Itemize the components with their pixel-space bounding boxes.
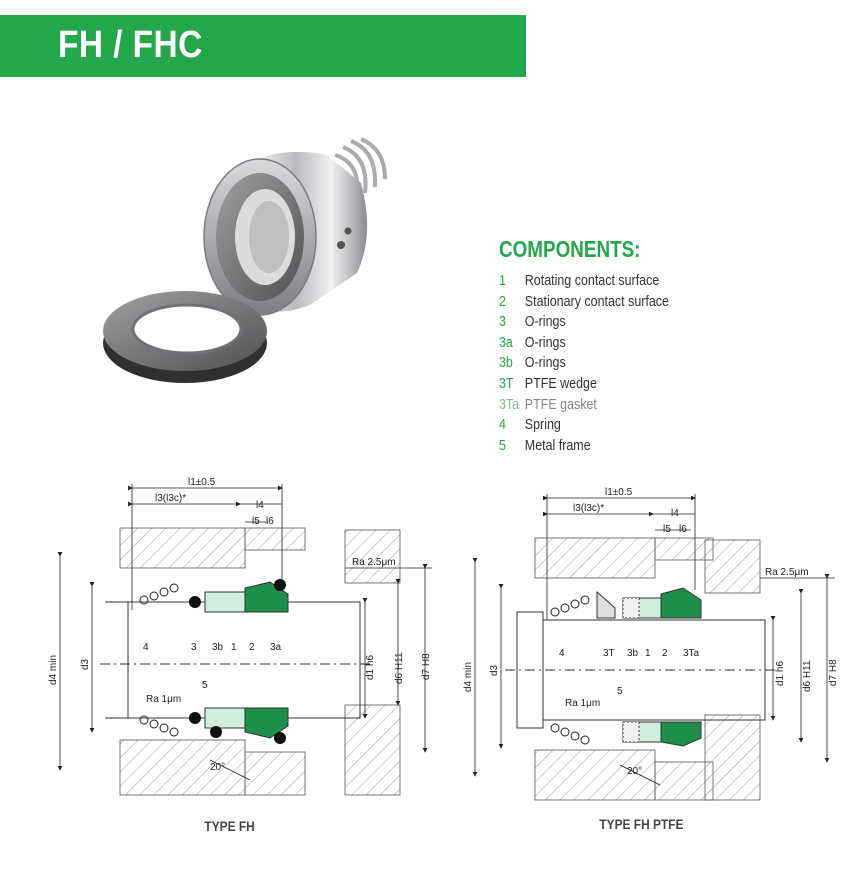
- list-item: 2 Stationary contact surface: [499, 294, 791, 315]
- dimension-lines: [57, 484, 432, 781]
- component-number: 3T: [499, 375, 514, 392]
- dim-d3: d3: [489, 664, 500, 676]
- component-number: 4: [499, 417, 506, 434]
- callout: 3b: [212, 642, 224, 653]
- list-item: 1 Rotating contact surface: [499, 273, 791, 294]
- callout: 2: [662, 648, 668, 659]
- dim-l4: l4: [256, 500, 264, 511]
- callout: 3a: [270, 642, 282, 653]
- component-label: O-rings: [524, 334, 566, 351]
- seal-faces: [204, 581, 289, 739]
- dim-l5: l5: [252, 516, 260, 527]
- callout: 4: [143, 642, 149, 653]
- angle-label: 20°: [627, 766, 642, 777]
- dim-l1: l1±0.5: [605, 487, 633, 498]
- list-item: 4 Spring: [499, 417, 791, 438]
- list-item: 3T PTFE wedge: [499, 376, 791, 397]
- caption-type-fh-ptfe: TYPE FH PTFE: [599, 816, 684, 832]
- drawing-type-fh: l1±0.5 l3(l3c)* l4 l5 l6 Ra 2.5μm Ra 1μm…: [48, 477, 432, 796]
- component-number: 3Ta: [499, 396, 520, 413]
- spring-section: [139, 583, 179, 737]
- component-label: PTFE wedge: [524, 375, 597, 392]
- component-number: 1: [499, 273, 506, 289]
- components-heading: COMPONENTS:: [499, 236, 641, 262]
- ra-top: Ra 2.5μm: [352, 557, 396, 568]
- component-number: 2: [499, 293, 506, 310]
- dim-d6: d6 H11: [394, 652, 405, 684]
- shaft-outline: [100, 601, 370, 719]
- header-banner: FH / FHC: [0, 15, 526, 77]
- callout: 3T: [603, 648, 615, 659]
- seal-faces: [596, 587, 702, 747]
- callout: 3b: [627, 648, 639, 659]
- dim-d1: d1 h6: [365, 655, 376, 680]
- rotating-seal-head: [203, 151, 368, 316]
- part-callouts: 4 3T 3b 1 2 3Ta 5: [559, 648, 700, 697]
- ra-top: Ra 2.5μm: [765, 567, 809, 578]
- component-label: Metal frame: [524, 437, 591, 454]
- drawing-type-fh-ptfe: l1±0.5 l3(l3c)* l4 l5 l6 Ra 2.5μm Ra 1μm…: [463, 487, 839, 801]
- dim-l4: l4: [671, 508, 679, 519]
- stationary-seat-ring: [103, 291, 267, 383]
- component-number: 5: [499, 437, 506, 454]
- component-number: 3b: [499, 355, 513, 372]
- ra-bottom: Ra 1μm: [146, 694, 181, 705]
- housing-hatch: [534, 537, 761, 801]
- callout: 1: [231, 642, 237, 653]
- callout: 5: [617, 686, 623, 697]
- shaft-outline: [505, 611, 775, 729]
- dim-d4: d4 min: [48, 655, 59, 685]
- housing-hatch: [119, 527, 401, 796]
- list-item: 5 Metal frame: [499, 438, 791, 459]
- dimension-labels: l1±0.5 l3(l3c)* l4 l5 l6 Ra 2.5μm Ra 1μm…: [48, 477, 432, 773]
- dimension-labels: l1±0.5 l3(l3c)* l4 l5 l6 Ra 2.5μm Ra 1μm…: [463, 487, 839, 777]
- part-callouts: 4 3 3b 1 2 3a 5: [143, 642, 282, 691]
- component-label: Stationary contact surface: [524, 293, 669, 310]
- component-number: 3: [499, 314, 506, 331]
- callout: 1: [645, 648, 651, 659]
- callout: 4: [559, 648, 565, 659]
- components-list: 1 Rotating contact surface 2 Stationary co…: [499, 273, 839, 458]
- caption-type-fh: TYPE FH: [204, 818, 255, 834]
- list-item: 3a O-rings: [499, 335, 791, 356]
- component-label: O-rings: [524, 355, 566, 372]
- ra-bottom: Ra 1μm: [565, 698, 600, 709]
- dim-l6: l6: [679, 524, 687, 535]
- dimension-lines: [472, 494, 835, 786]
- dim-l1: l1±0.5: [188, 477, 216, 488]
- o-rings: [189, 579, 286, 744]
- component-number: 3a: [499, 334, 513, 351]
- dim-d6: d6 H11: [802, 660, 813, 692]
- callout: 5: [202, 680, 208, 691]
- dim-l6: l6: [266, 516, 274, 527]
- dim-d1: d1 h6: [775, 661, 786, 686]
- page-title: FH / FHC: [58, 24, 203, 66]
- list-item: 3 O-rings: [499, 314, 791, 335]
- spring-section: [550, 595, 590, 745]
- dim-d4: d4 min: [463, 662, 474, 692]
- dim-l5: l5: [663, 524, 671, 535]
- callout: 3: [191, 642, 197, 653]
- component-label: O-rings: [524, 314, 566, 331]
- dim-d7: d7 H8: [421, 653, 432, 680]
- dim-l3: l3(l3c)*: [155, 493, 186, 504]
- product-photo: [103, 137, 387, 383]
- callout: 3Ta: [683, 648, 700, 659]
- dim-d7: d7 H8: [828, 659, 839, 686]
- component-label: PTFE gasket: [524, 396, 597, 413]
- angle-label: 20°: [210, 762, 225, 773]
- dim-l3: l3(l3c)*: [573, 503, 604, 514]
- component-label: Rotating contact surface: [524, 273, 660, 289]
- dim-d3: d3: [80, 658, 91, 670]
- list-item: 3b O-rings: [499, 355, 791, 376]
- component-label: Spring: [524, 417, 561, 434]
- callout: 2: [249, 642, 255, 653]
